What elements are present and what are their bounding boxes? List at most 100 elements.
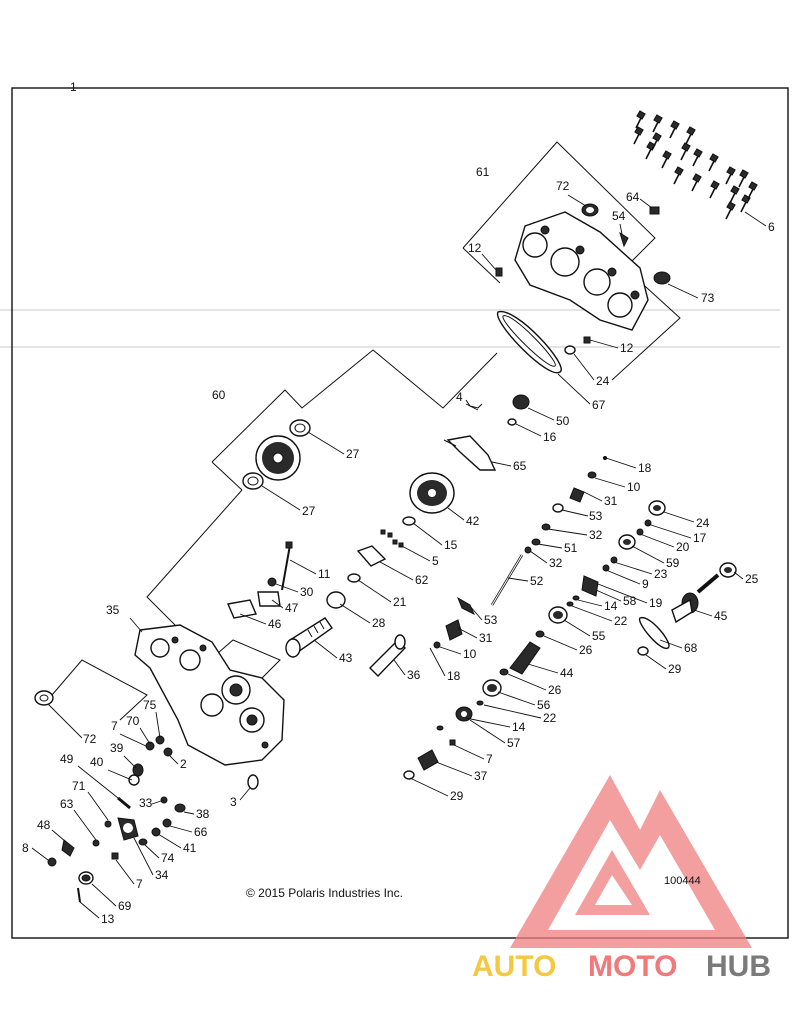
plug-64 bbox=[649, 206, 660, 215]
callout-24: 24 bbox=[596, 374, 610, 388]
callout-66: 66 bbox=[194, 825, 208, 839]
screw-4 bbox=[465, 399, 483, 409]
copyright-text: © 2015 Polaris Industries Inc. bbox=[246, 886, 403, 900]
callout-70: 70 bbox=[126, 714, 140, 728]
callout-43: 43 bbox=[339, 651, 353, 665]
bracket-60 bbox=[51, 349, 498, 721]
callout-56: 56 bbox=[537, 698, 551, 712]
cover-housing-61 bbox=[514, 211, 649, 331]
callout-7: 7 bbox=[111, 719, 118, 733]
callout-75: 75 bbox=[143, 698, 157, 712]
callout-34: 34 bbox=[155, 868, 169, 882]
callout-12: 12 bbox=[468, 241, 482, 255]
callout-28: 28 bbox=[372, 616, 386, 630]
watermark-logo bbox=[510, 775, 752, 948]
rod-11 bbox=[281, 544, 291, 591]
callout-21: 21 bbox=[393, 595, 407, 609]
callout-52: 52 bbox=[530, 574, 544, 588]
callout-38: 38 bbox=[196, 807, 210, 821]
callout-10: 10 bbox=[627, 480, 641, 494]
bolt-set-6 bbox=[633, 110, 758, 220]
callout-50: 50 bbox=[556, 414, 570, 428]
callout-22: 22 bbox=[614, 614, 628, 628]
bracket-62 bbox=[356, 545, 387, 567]
callout-18: 18 bbox=[447, 669, 461, 683]
callout-7: 7 bbox=[486, 752, 493, 766]
callout-73: 73 bbox=[701, 291, 715, 305]
bolt-12-b bbox=[583, 336, 591, 344]
callout-42: 42 bbox=[466, 514, 480, 528]
callout-40: 40 bbox=[90, 755, 104, 769]
gearcase-main-35 bbox=[134, 624, 285, 766]
callout-26: 26 bbox=[579, 643, 593, 657]
belt-67 bbox=[497, 311, 562, 374]
callout-31: 31 bbox=[479, 631, 493, 645]
seal-3 bbox=[247, 774, 259, 790]
callout-41: 41 bbox=[183, 841, 197, 855]
callout-55: 55 bbox=[592, 629, 606, 643]
callout-29: 29 bbox=[668, 662, 682, 676]
callout-51: 51 bbox=[564, 541, 578, 555]
washer-15 bbox=[402, 516, 416, 526]
callout-9: 9 bbox=[642, 577, 649, 591]
callout-2: 2 bbox=[180, 757, 187, 771]
callout-labels: 1 6 61 72 64 54 12 73 12 24 67 50 4 16 6… bbox=[22, 80, 775, 926]
callout-23: 23 bbox=[654, 567, 668, 581]
callout-44: 44 bbox=[560, 666, 574, 680]
callout-11: 11 bbox=[318, 567, 331, 581]
pins-5 bbox=[380, 529, 404, 548]
callout-74: 74 bbox=[161, 851, 175, 865]
leader-lines bbox=[31, 194, 767, 919]
callout-45: 45 bbox=[714, 609, 728, 623]
ball-30 bbox=[267, 577, 277, 587]
bearing-2 bbox=[163, 747, 173, 757]
callout-37: 37 bbox=[474, 769, 488, 783]
callout-59: 59 bbox=[666, 556, 680, 570]
callout-26: 26 bbox=[548, 683, 562, 697]
shift-fork-65 bbox=[446, 435, 497, 471]
watermark-moto: MOTO bbox=[588, 950, 677, 983]
callout-24: 24 bbox=[696, 516, 710, 530]
callout-10: 10 bbox=[463, 647, 477, 661]
ring-21 bbox=[347, 573, 361, 583]
watermark-hub: HUB bbox=[706, 950, 771, 983]
callout-4: 4 bbox=[456, 390, 463, 404]
callout-72: 72 bbox=[83, 732, 97, 746]
figure-number: 100444 bbox=[664, 875, 701, 887]
sprocket-50 bbox=[512, 394, 530, 410]
callout-68: 68 bbox=[684, 641, 698, 655]
callout-49: 49 bbox=[60, 752, 74, 766]
callout-72: 72 bbox=[556, 179, 570, 193]
callout-63: 63 bbox=[60, 797, 74, 811]
callout-8: 8 bbox=[22, 841, 29, 855]
callout-30: 30 bbox=[300, 585, 314, 599]
callout-35: 35 bbox=[106, 603, 120, 617]
lever-46 bbox=[227, 599, 257, 619]
bracket-61 bbox=[462, 141, 681, 381]
callout-27: 27 bbox=[346, 447, 360, 461]
callout-65: 65 bbox=[513, 459, 527, 473]
callout-64: 64 bbox=[626, 190, 640, 204]
callout-15: 15 bbox=[444, 538, 458, 552]
callout-32: 32 bbox=[549, 556, 563, 570]
callout-47: 47 bbox=[285, 601, 299, 615]
callout-12: 12 bbox=[620, 341, 634, 355]
callout-6: 6 bbox=[768, 220, 775, 234]
left-small-parts bbox=[47, 735, 186, 903]
callout-18: 18 bbox=[638, 461, 652, 475]
countershaft-assembly bbox=[433, 456, 607, 649]
seal-73 bbox=[653, 271, 671, 285]
callout-69: 69 bbox=[118, 899, 132, 913]
callout-19: 19 bbox=[649, 596, 663, 610]
callout-22: 22 bbox=[543, 711, 557, 725]
callout-33: 33 bbox=[139, 796, 153, 810]
callout-27: 27 bbox=[302, 504, 316, 518]
callout-29: 29 bbox=[450, 789, 464, 803]
callout-7: 7 bbox=[136, 877, 143, 891]
callout-25: 25 bbox=[745, 572, 759, 586]
callout-71: 71 bbox=[72, 779, 86, 793]
diagram-frame bbox=[11, 87, 789, 939]
callout-1: 1 bbox=[70, 80, 77, 94]
